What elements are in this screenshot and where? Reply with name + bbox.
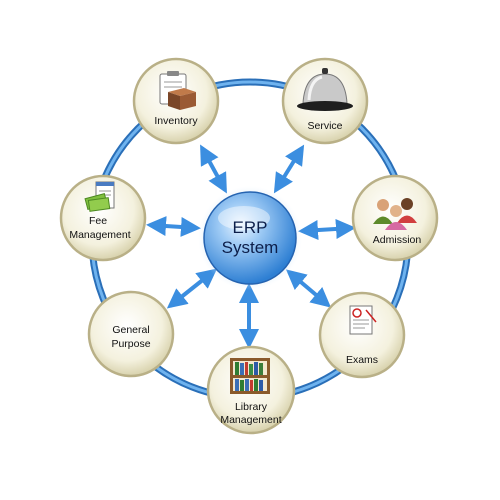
module-node-inventory[interactable]: Inventory bbox=[132, 57, 220, 145]
label-library-1: Library bbox=[235, 401, 268, 413]
hub-label-line-2: System bbox=[222, 238, 279, 257]
hub-label-line-1: ERP bbox=[233, 218, 268, 237]
erp-hub: ERP System bbox=[198, 186, 302, 290]
module-node-exams[interactable]: Exams bbox=[318, 291, 406, 379]
arrow-exams bbox=[285, 269, 332, 308]
module-node-admission[interactable]: Admission bbox=[351, 174, 439, 262]
arrow-inventory bbox=[200, 144, 227, 194]
money-notepad-icon bbox=[84, 181, 115, 212]
module-node-library-management[interactable]: Library Management bbox=[206, 345, 296, 435]
label-admission-1: Admission bbox=[373, 234, 422, 246]
label-inventory-1: Inventory bbox=[154, 115, 198, 127]
people-group-icon bbox=[373, 198, 417, 230]
label-service-1: Service bbox=[307, 120, 342, 132]
exam-paper-icon bbox=[349, 305, 377, 335]
label-fee-2: Management bbox=[69, 229, 130, 241]
connector-arrows bbox=[146, 144, 356, 349]
module-node-general-purpose[interactable]: General Purpose bbox=[87, 290, 175, 378]
label-general-2: Purpose bbox=[111, 338, 150, 350]
module-node-fee-management[interactable]: Fee Management bbox=[59, 174, 147, 262]
label-library-2: Management bbox=[220, 414, 281, 426]
label-exams-1: Exams bbox=[346, 354, 378, 366]
label-general-1: General bbox=[112, 324, 149, 336]
arrow-fee bbox=[146, 216, 201, 237]
arrow-admission bbox=[298, 218, 356, 241]
bookshelf-icon bbox=[230, 358, 270, 394]
arrow-general bbox=[166, 268, 218, 309]
arrow-service bbox=[273, 144, 305, 194]
label-fee-1: Fee bbox=[89, 215, 107, 227]
service-bell-icon bbox=[297, 68, 353, 111]
clipboard-box-icon bbox=[159, 71, 196, 110]
module-node-service[interactable]: Service bbox=[281, 57, 369, 145]
